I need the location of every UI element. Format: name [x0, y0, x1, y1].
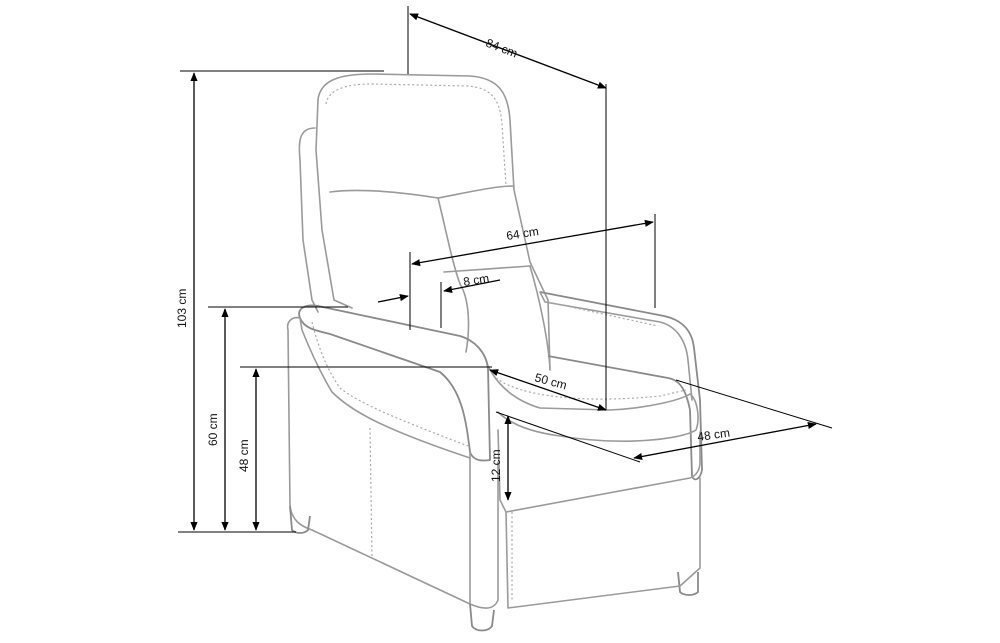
- right-armrest: [539, 291, 703, 481]
- backrest-thickness-dimension-line: [377, 294, 409, 303]
- inner-width-label: 64 cm: [505, 224, 539, 243]
- backrest-thickness-label: 8 cm: [462, 271, 490, 289]
- depth-label: 84 cm: [484, 36, 520, 61]
- seat-depth-label: 50 cm: [533, 370, 568, 392]
- inner-width-dimension-line: [411, 219, 654, 267]
- dimension-lines: [178, 6, 833, 533]
- front-right-leg: [469, 603, 495, 632]
- recliner-chair-illustration: [286, 73, 703, 632]
- seat-depth-dimension-line: [489, 369, 607, 411]
- backrest-outline: [317, 73, 551, 371]
- left-armrest: [298, 304, 491, 462]
- backrest-left-edge: [315, 99, 353, 309]
- footrest: [497, 429, 701, 513]
- lower-front-panel: [505, 477, 701, 609]
- head-cushion-seam: [329, 185, 515, 199]
- legrest-height-label: 12 cm: [489, 449, 503, 482]
- total-height-label: 103 cm: [175, 289, 189, 328]
- depth-dimension-line: [409, 13, 607, 89]
- armrest-height-label: 60 cm: [206, 413, 220, 446]
- backrest-side-panel: [298, 127, 319, 313]
- front-left-leg: [289, 505, 311, 534]
- seat-height-label: 48 cm: [237, 439, 251, 472]
- seat-width-label: 48 cm: [696, 426, 730, 444]
- left-body-panel: [286, 316, 499, 609]
- rear-right-leg: [677, 571, 699, 596]
- seat-width-dimension-line: [633, 421, 817, 461]
